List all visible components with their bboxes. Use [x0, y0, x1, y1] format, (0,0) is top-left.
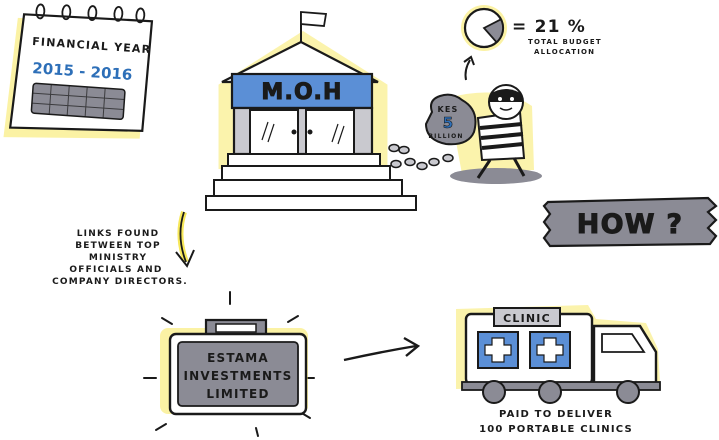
- clinic-caption-line1: PAID TO DELIVER: [499, 409, 613, 420]
- company-line2: INVESTMENTS: [183, 369, 292, 383]
- money-bag-line3: BILLION: [428, 133, 463, 140]
- thief-illustration: KES 5 BILLION: [424, 84, 542, 184]
- budget-caption-line2: ALLOCATION: [534, 48, 595, 56]
- money-bag-icon: [424, 93, 477, 146]
- links-note-line4: OFFICIALS AND: [69, 265, 162, 275]
- budget-pie-chart: [461, 5, 507, 51]
- ministry-sign: M.O.H: [261, 80, 342, 105]
- budget-caption-line1: TOTAL BUDGET: [528, 38, 602, 46]
- truck-wheel: [538, 380, 562, 404]
- arrow-down-icon: [175, 211, 195, 268]
- budget-pie-slice: [482, 18, 504, 44]
- links-note-line1: LINKS FOUND: [77, 229, 160, 239]
- clinic-sign: CLINIC: [503, 312, 551, 325]
- calendar-rings-icon: [35, 3, 146, 24]
- coin-trail: [388, 143, 454, 171]
- flag-icon: [300, 11, 328, 27]
- clinic-caption-line2: 100 PORTABLE CLINICS: [479, 424, 633, 435]
- truck-wheel: [616, 380, 640, 404]
- links-note-line2: BETWEEN TOP: [75, 241, 161, 251]
- company-line1: ESTAMA: [207, 351, 269, 365]
- calendar-grid: [30, 82, 126, 121]
- medical-cross-icon: [477, 331, 519, 369]
- truck-wheel: [482, 380, 506, 404]
- arrow-right-icon: [343, 336, 421, 362]
- ministry-building: M.O.H: [205, 11, 417, 211]
- medical-cross-icon: [529, 331, 571, 369]
- calendar-illustration: FINANCIAL YEAR 2015 - 2016: [3, 3, 154, 139]
- links-note-line3: MINISTRY: [89, 253, 147, 263]
- how-banner-text: HOW ?: [577, 209, 683, 240]
- links-note: LINKS FOUND BETWEEN TOP MINISTRY OFFICIA…: [52, 229, 188, 287]
- company-line3: LIMITED: [206, 387, 269, 401]
- clinic-truck: CLINIC: [456, 305, 661, 404]
- how-banner: HOW ?: [542, 196, 718, 248]
- money-bag-line1: KES: [437, 105, 458, 114]
- budget-percent: = 21 %: [512, 17, 586, 37]
- company-briefcase: ESTAMA INVESTMENTS LIMITED: [143, 291, 315, 437]
- money-bag-line2: 5: [443, 114, 453, 132]
- arrow-up-icon: [464, 59, 471, 81]
- links-note-line5: COMPANY DIRECTORS.: [52, 277, 188, 287]
